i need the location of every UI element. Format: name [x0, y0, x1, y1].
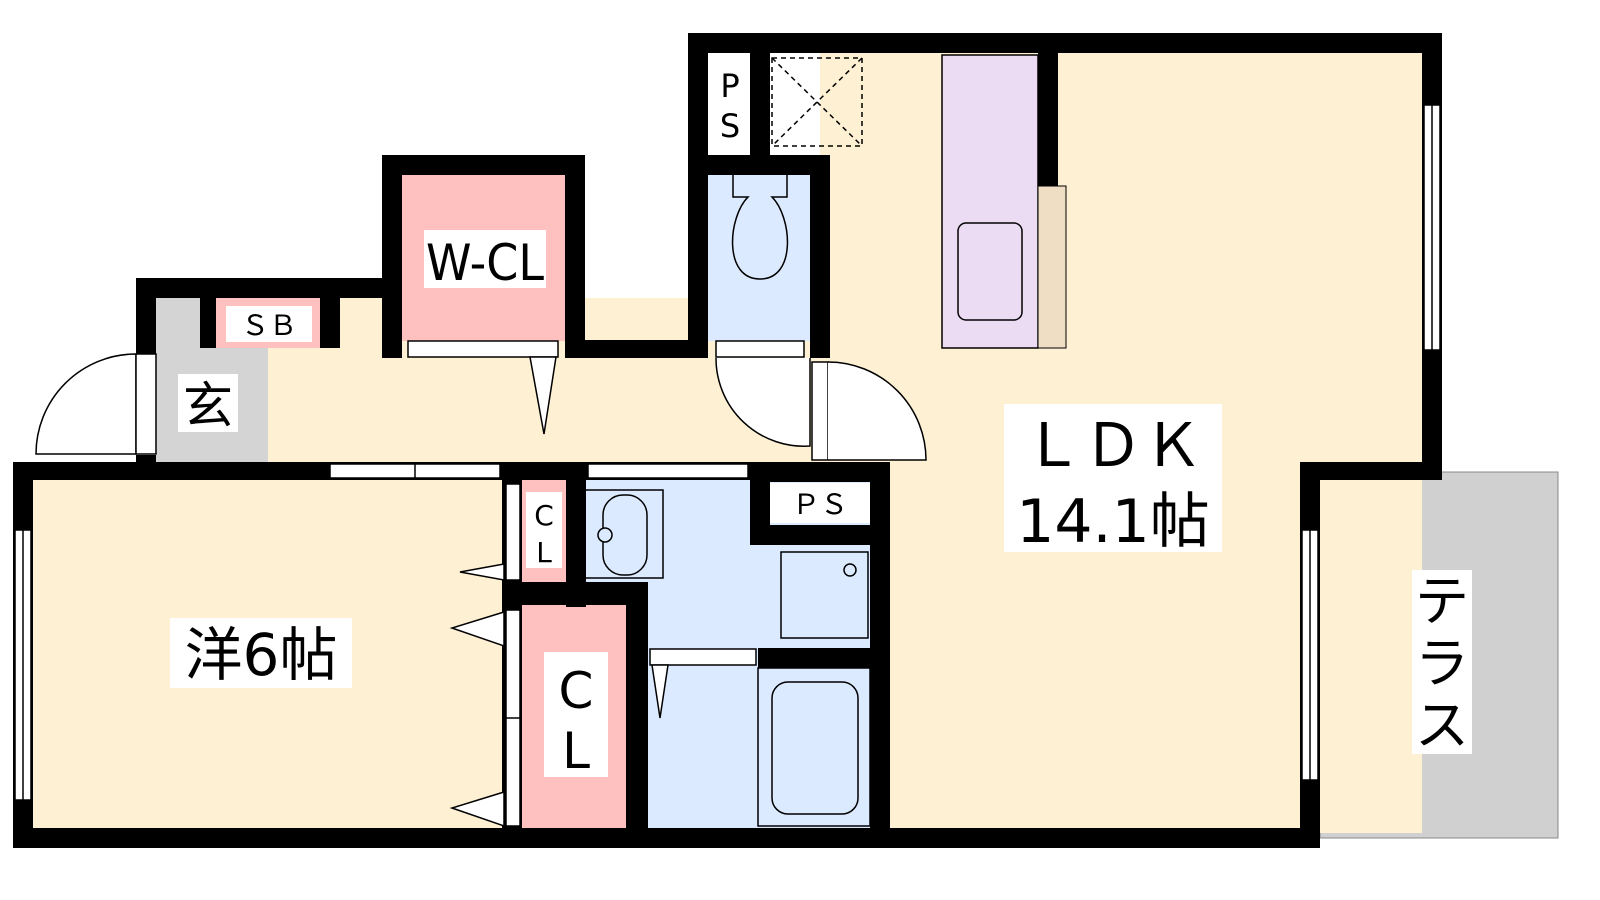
- label-wcl: W-CL: [424, 230, 546, 292]
- terrace-label-su: ス: [1415, 694, 1469, 757]
- label-cl-small: C L: [526, 492, 562, 569]
- ps-top-label-s: S: [720, 107, 740, 145]
- label-ps-top: P S: [710, 55, 750, 155]
- ldk-door-swing: [827, 361, 927, 461]
- label-ps-bath: ＰＳ: [770, 483, 870, 523]
- ldk-label: ＬＤＫ: [1023, 411, 1203, 481]
- western-label: 洋6帖: [185, 621, 338, 689]
- cl-small-label-c: C: [534, 499, 554, 532]
- label-cl-large: C L: [544, 652, 608, 780]
- toilet-door-swing: [715, 357, 811, 447]
- kitchen-backsplash: [1037, 185, 1067, 349]
- kitchen-counter: [941, 54, 1039, 349]
- kitchen-sink: [957, 222, 1023, 321]
- ps-bath-label: ＰＳ: [792, 488, 848, 521]
- label-sb: ＳＢ: [226, 306, 312, 342]
- sb-label: ＳＢ: [241, 309, 297, 342]
- label-ldk: ＬＤＫ 14.1帖: [1004, 404, 1222, 557]
- genkan-label: 玄: [183, 377, 233, 435]
- label-terrace: テ ラ ス: [1412, 570, 1472, 757]
- terrace-label-te: テ: [1415, 570, 1469, 633]
- wcl-label: W-CL: [426, 234, 544, 292]
- toilet-icon: [731, 175, 789, 280]
- cl-small-label-l: L: [536, 536, 552, 569]
- windows: [14, 104, 1441, 827]
- cl-large-label-c: C: [559, 662, 594, 720]
- label-genkan: 玄: [178, 374, 238, 435]
- cl-large-label-l: L: [562, 722, 590, 780]
- toilet-floor: [708, 175, 812, 341]
- storage-hatch-icon: [771, 57, 863, 147]
- ldk-size-label: 14.1帖: [1016, 487, 1210, 557]
- doors: [35, 353, 927, 828]
- ps-top-label-p: P: [720, 67, 739, 105]
- entrance-door-swing: [35, 353, 137, 455]
- washing-machine-pan-icon: [780, 551, 869, 639]
- label-western: 洋6帖: [170, 618, 352, 689]
- terrace-label-ra: ラ: [1415, 632, 1469, 695]
